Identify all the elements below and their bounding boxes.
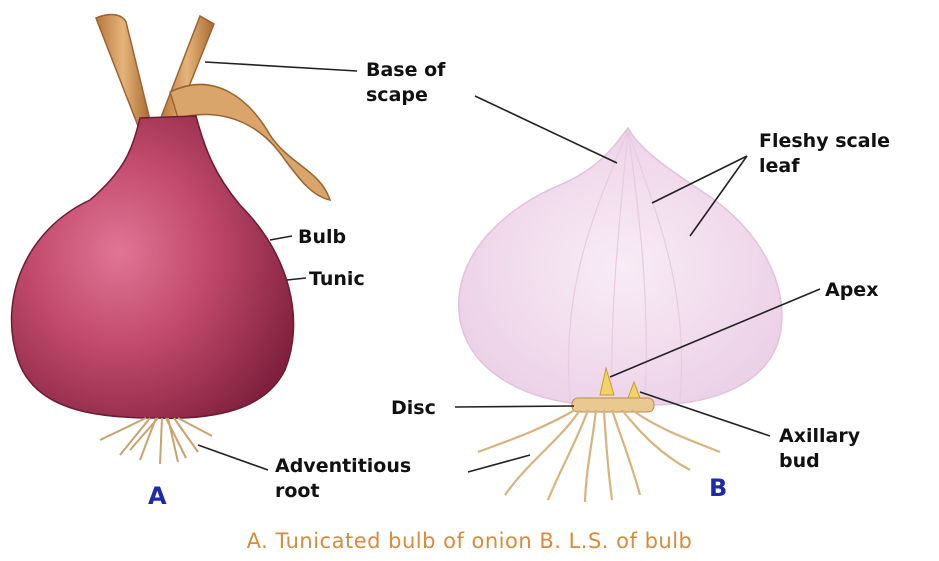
onion-roots xyxy=(100,418,212,464)
leader-tunic xyxy=(287,278,306,280)
fleshy-scale-leaves xyxy=(459,128,782,405)
leader-root-b xyxy=(468,455,530,472)
figure-caption: A. Tunicated bulb of onion B. L.S. of bu… xyxy=(0,529,939,553)
leader-root-a xyxy=(198,445,268,470)
label-base-of-scape: Base of scape xyxy=(366,58,445,108)
panel-letter-a: A xyxy=(148,482,167,510)
label-adventitious-root: Adventitious root xyxy=(275,454,411,504)
label-disc: Disc xyxy=(391,396,436,421)
scape-stalk-left xyxy=(96,15,150,126)
bulb-section-roots xyxy=(478,410,720,502)
bulb-section-illustration xyxy=(459,128,782,502)
label-axillary-bud: Axillary bud xyxy=(779,424,860,474)
onion-illustration xyxy=(12,15,330,464)
panel-letter-b: B xyxy=(709,474,727,502)
leader-base-of-scape-b xyxy=(475,96,617,163)
leader-bulb xyxy=(270,236,292,240)
label-apex: Apex xyxy=(825,278,878,303)
label-fleshy-scale-leaf: Fleshy scale leaf xyxy=(759,129,890,179)
leader-base-of-scape xyxy=(205,62,357,71)
label-tunic: Tunic xyxy=(309,267,365,292)
label-bulb: Bulb xyxy=(298,225,346,250)
leader-disc xyxy=(455,406,574,407)
onion-bulb-body xyxy=(12,116,294,418)
